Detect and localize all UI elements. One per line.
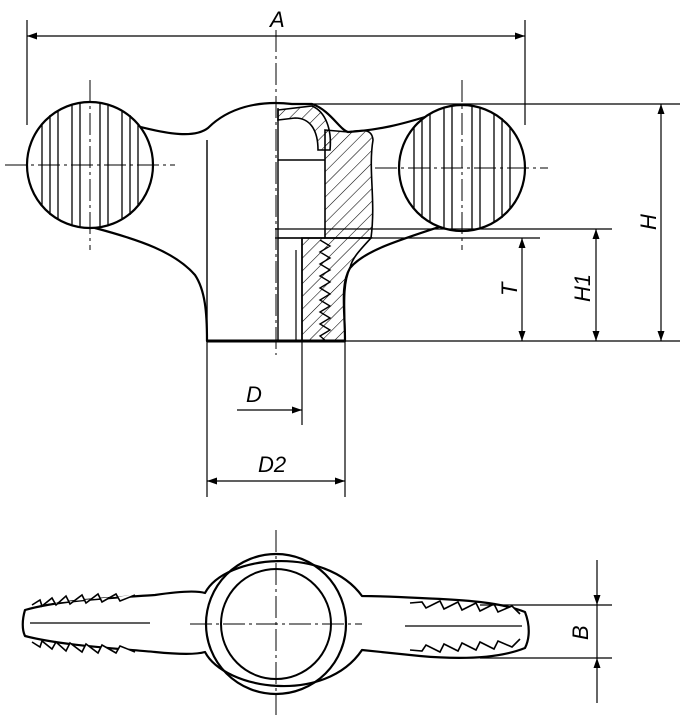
- insert-top-hatch: [277, 105, 332, 151]
- dimension-d2: [206, 341, 346, 497]
- label-t: T: [497, 281, 522, 296]
- label-b: B: [568, 625, 593, 640]
- right-wing-knurl: [405, 599, 522, 654]
- top-view: B: [21, 530, 612, 715]
- label-d: D: [246, 382, 262, 407]
- center-lines: [5, 30, 548, 355]
- label-h1: H1: [570, 274, 595, 302]
- dimension-d: [237, 341, 303, 425]
- section-hatch-upper: [324, 129, 374, 239]
- top-view-center-lines: [190, 530, 362, 715]
- label-a: A: [268, 7, 285, 32]
- front-view: A H H1 T D D2: [5, 7, 680, 497]
- dimension-a: [26, 20, 526, 125]
- height-extension-lines: [275, 103, 680, 342]
- label-d2: D2: [258, 452, 286, 477]
- label-h: H: [636, 214, 661, 230]
- left-wing-knurl: [30, 592, 150, 655]
- thread-profile: [318, 239, 332, 342]
- dimension-b: [480, 560, 612, 703]
